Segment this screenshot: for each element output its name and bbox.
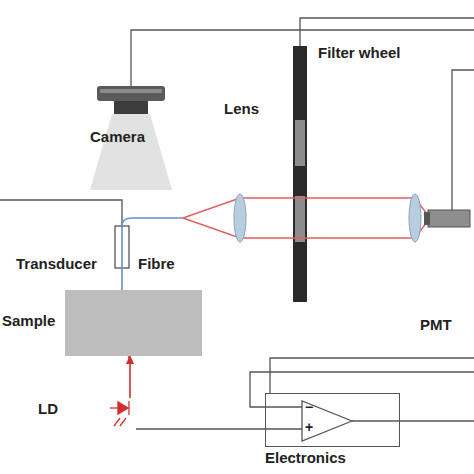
- part-label: Filter wheel: [318, 44, 401, 61]
- part-label: Lens: [224, 100, 259, 117]
- electronics-wire: [270, 358, 474, 393]
- wires: [0, 18, 474, 429]
- sample-block: Sample: [2, 290, 202, 356]
- part-label: Transducer: [16, 255, 97, 272]
- laser-arrowhead: [126, 355, 134, 364]
- lens: [409, 194, 421, 242]
- filter: [295, 196, 305, 242]
- part-label: LD: [38, 400, 58, 417]
- filter-wheel: [293, 46, 307, 302]
- transducer-wire: [0, 200, 122, 226]
- filter-wheel-wire: [300, 18, 474, 46]
- light-ray: [183, 198, 430, 218]
- pmt-wire: [452, 70, 474, 212]
- laser-diode-symbol: [110, 401, 129, 426]
- part-label: Fibre: [138, 255, 175, 272]
- node-text: Sample: [2, 312, 55, 329]
- lens: [234, 194, 246, 242]
- light-path: [183, 198, 430, 238]
- node-text: +: [305, 419, 313, 435]
- minus-input-wire: [250, 372, 474, 407]
- camera-body-highlight: [100, 89, 162, 93]
- amplifier-triangle: −+: [301, 400, 353, 442]
- laser-beam: [129, 362, 131, 398]
- camera-body: [97, 86, 165, 101]
- camera-lens: [114, 101, 148, 114]
- plus-input-wire: [136, 428, 304, 429]
- camera-field-of-view: [90, 114, 172, 190]
- sample-block-outline: [65, 290, 202, 356]
- pmt-tube: [428, 210, 470, 227]
- pmt-window: [424, 212, 430, 225]
- electronics-box: Electronics−+: [265, 393, 400, 469]
- part-label: Camera: [90, 128, 145, 145]
- node-text: Electronics: [265, 449, 346, 466]
- light-ray: [183, 218, 430, 238]
- amplifier-output-wire: [352, 420, 474, 421]
- node-text: −: [305, 399, 313, 415]
- part-label: PMT: [420, 316, 452, 333]
- fibre: [122, 218, 183, 292]
- filter: [295, 120, 305, 166]
